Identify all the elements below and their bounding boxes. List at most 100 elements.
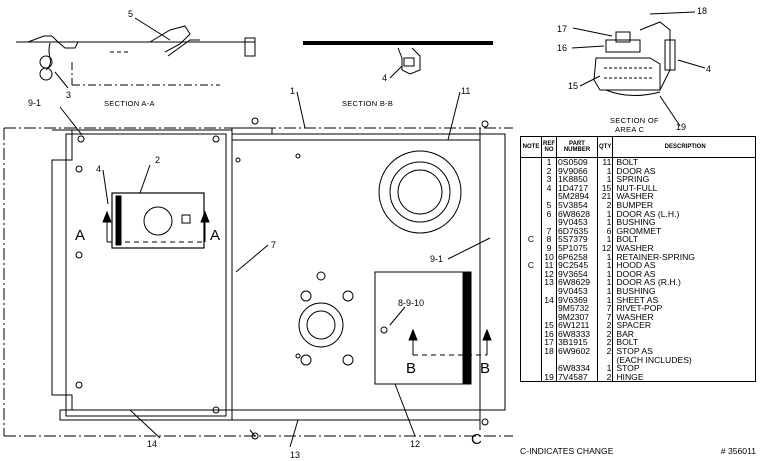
cell-qty: 1 bbox=[596, 252, 614, 262]
callout-numbers: 9-1 2 4 7 1 11 9-1 8-9-10 12 13 14 bbox=[28, 86, 470, 460]
cell-desc: BOLT bbox=[612, 157, 756, 167]
drawing-code: # 356011 bbox=[720, 446, 756, 456]
cell-note bbox=[520, 347, 542, 356]
cell-ref: 19 bbox=[541, 372, 557, 383]
section-area-c-view: 17 16 15 18 4 19 SECTION OF AREA C bbox=[557, 6, 711, 134]
cell-desc: SHEET AS bbox=[612, 295, 756, 305]
cell-note bbox=[520, 304, 542, 313]
cell-qty: 12 bbox=[596, 244, 614, 253]
callout-9-1-left: 9-1 bbox=[28, 98, 41, 108]
cell-qty: 2 bbox=[596, 321, 614, 330]
cell-note bbox=[520, 200, 542, 210]
callout-4-area-c: 4 bbox=[706, 64, 711, 74]
cell-desc: BUMPER bbox=[612, 201, 756, 210]
cell-note bbox=[520, 157, 542, 167]
cell-note bbox=[520, 192, 542, 201]
cell-desc: DOOR AS bbox=[612, 166, 756, 176]
cell-qty: 1 bbox=[596, 278, 614, 287]
cell-qty: 7 bbox=[596, 313, 614, 322]
cell-note bbox=[520, 278, 542, 287]
callout-4-section-b: 4 bbox=[382, 73, 387, 83]
section-c-line2: AREA C bbox=[615, 125, 645, 134]
cell-desc: BUSHING bbox=[612, 218, 756, 227]
callout-8-9-10: 8-9-10 bbox=[398, 298, 424, 308]
cell-desc: RETAINER-SPRING bbox=[612, 252, 756, 262]
header-qty: QTY bbox=[596, 136, 614, 158]
cell-desc: DOOR AS (R.H.) bbox=[612, 278, 756, 287]
cell-note bbox=[520, 166, 542, 176]
cell-qty: 2 bbox=[596, 372, 614, 383]
callout-19: 19 bbox=[676, 122, 686, 132]
cell-note: C bbox=[520, 261, 542, 270]
cell-qty: 1 bbox=[596, 364, 614, 373]
callout-12: 12 bbox=[410, 439, 420, 449]
cell-desc: HOOD AS bbox=[612, 261, 756, 270]
cell-qty: 21 bbox=[596, 192, 614, 201]
cell-qty: 1 bbox=[596, 261, 614, 270]
cell-desc: WASHER bbox=[612, 313, 756, 322]
cell-ref: 18 bbox=[541, 347, 557, 356]
cell-desc: STOP bbox=[612, 364, 756, 373]
main-enclosure bbox=[3, 117, 513, 440]
callout-15: 15 bbox=[568, 81, 578, 91]
callout-9-1-right: 9-1 bbox=[430, 254, 443, 264]
cell-desc: DOOR AS (L.H.) bbox=[612, 209, 756, 219]
section-b-b-label: SECTION B-B bbox=[342, 99, 393, 108]
cell-note bbox=[520, 269, 542, 279]
callout-5: 5 bbox=[128, 9, 133, 19]
cell-qty: 1 bbox=[596, 235, 614, 244]
cell-qty: 1 bbox=[596, 218, 614, 227]
cutting-plane-markers bbox=[102, 210, 492, 356]
cell-desc: DOOR AS bbox=[612, 270, 756, 279]
cell-qty: 1 bbox=[596, 287, 614, 296]
cell-note bbox=[520, 355, 542, 365]
cell-note bbox=[520, 338, 542, 348]
cell-ref bbox=[541, 355, 557, 365]
cell-desc: BUSHING bbox=[612, 287, 756, 296]
cell-qty: 2 bbox=[596, 330, 614, 339]
cell-qty: 2 bbox=[596, 201, 614, 210]
header-ref: REF NO bbox=[541, 136, 557, 158]
cell-qty: 15 bbox=[596, 184, 614, 193]
cell-desc: NUT-FULL bbox=[612, 184, 756, 193]
change-indicator-note: C-INDICATES CHANGE bbox=[520, 446, 614, 456]
cell-note bbox=[520, 312, 542, 322]
cell-desc: SPRING bbox=[612, 175, 756, 184]
cell-note bbox=[520, 329, 542, 339]
cell-ref: 4 bbox=[541, 184, 557, 193]
cell-desc: GROMMET bbox=[612, 227, 756, 236]
callout-7: 7 bbox=[271, 240, 276, 250]
callout-13: 13 bbox=[290, 450, 300, 460]
view-letters: A A B B C bbox=[75, 227, 490, 448]
header-note: NOTE bbox=[520, 136, 542, 158]
header-part-number: PART NUMBER bbox=[556, 136, 598, 158]
callout-18: 18 bbox=[697, 6, 707, 16]
view-letter-c: C bbox=[471, 431, 482, 448]
cell-ref bbox=[541, 304, 557, 313]
cell-note bbox=[520, 175, 542, 184]
cell-desc: (EACH INCLUDES) bbox=[612, 356, 756, 365]
callout-3: 3 bbox=[66, 90, 71, 100]
callout-1: 1 bbox=[290, 86, 295, 96]
cell-desc: BOLT bbox=[612, 338, 756, 348]
parts-table: NOTE REF NO PART NUMBER QTY DESCRIPTION … bbox=[520, 136, 756, 383]
cell-note bbox=[520, 209, 542, 219]
callout-2: 2 bbox=[155, 155, 160, 165]
cell-part: 7V4587 bbox=[556, 372, 598, 383]
cell-qty: 7 bbox=[596, 304, 614, 313]
cell-qty: 11 bbox=[596, 157, 614, 167]
